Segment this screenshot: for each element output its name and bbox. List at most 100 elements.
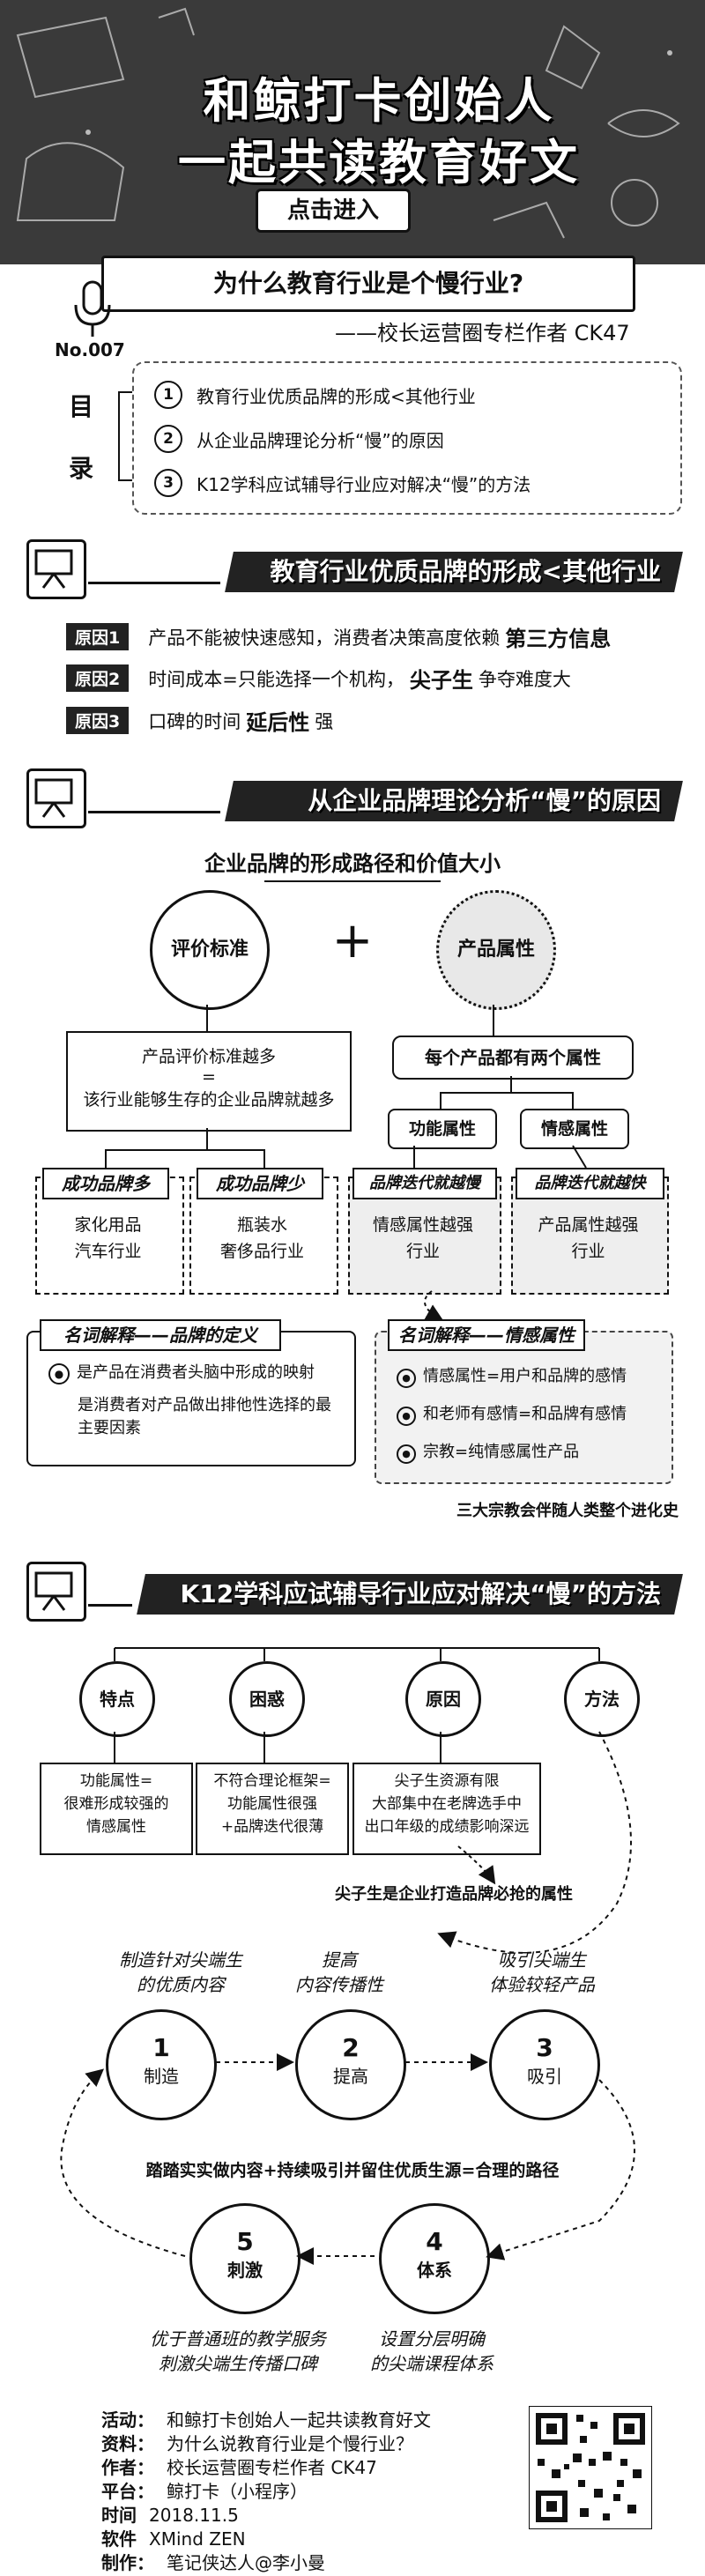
reason-text-end: 强: [315, 710, 334, 732]
node-reason: 原因: [405, 1661, 481, 1737]
cycle-caption-3: 吸引尖端生 体验较轻产品: [445, 1948, 639, 1997]
reason-emphasis: 第三方信息: [505, 627, 612, 651]
bullet-icon: ●: [48, 1363, 70, 1385]
cycle-name: 吸引: [527, 2066, 562, 2087]
section2-title: 从企业品牌理论分析“慢”的原因: [308, 786, 661, 815]
section3-title: K12学科应试辅导行业应对解决“慢”的方法: [180, 1579, 661, 1608]
card-tag: 品牌迭代就越快: [516, 1168, 664, 1199]
bullet-icon: ●: [397, 1407, 416, 1426]
section2-header: 从企业品牌理论分析“慢”的原因: [26, 768, 683, 828]
definition-tag: 名词解释——品牌的定义: [40, 1319, 281, 1351]
feature-box: 功能属性= 很难形成较强的 情感属性: [40, 1763, 193, 1855]
node-evaluation-standard: 评价标准: [150, 890, 270, 1010]
reason-text: 时间成本=只能选择一个机构，: [148, 668, 404, 690]
card-body: 情感属性越强 行业: [348, 1212, 498, 1265]
footer-label: 资料：: [101, 2433, 154, 2454]
card-line: 瓶装水: [236, 1215, 287, 1235]
caption-line: 吸引尖端生: [498, 1949, 586, 1971]
presentation-board-icon: [26, 539, 86, 599]
toc-item-1[interactable]: 1 教育行业优质品牌的形成<其他行业: [154, 381, 476, 409]
footer-label: 时间: [101, 2505, 137, 2526]
footer-material: 资料：为什么说教育行业是个慢行业？: [101, 2430, 413, 2455]
section1-header: 教育行业优质品牌的形成<其他行业: [26, 539, 683, 599]
evaluation-standard-box: 产品评价标准越多 = 该行业能够生存的企业品牌就越多: [66, 1031, 352, 1132]
emotional-attribute: 情感属性: [520, 1109, 629, 1149]
node-confusion: 困惑: [229, 1661, 305, 1737]
footer-activity: 活动：和鲸打卡创始人一起共读教育好文: [101, 2406, 431, 2431]
religion-note: 三大宗教会伴随人类整个进化史: [456, 1502, 679, 1520]
enter-button[interactable]: 点击进入: [256, 189, 411, 233]
caption-line: 设置分层明确: [379, 2328, 485, 2350]
toc-label-top: 目: [69, 392, 94, 421]
toc-item-number: 3: [154, 469, 182, 497]
box-line: 不符合理论框架=: [213, 1772, 331, 1790]
qr-code-icon[interactable]: [529, 2406, 652, 2529]
definition-item: ● 和老师有感情=和品牌有感情: [397, 1401, 627, 1426]
reason-emphasis: 尖子生: [409, 668, 473, 693]
caption-line: 制造针对尖端生: [119, 1949, 242, 1971]
presentation-board-icon: [26, 768, 86, 828]
box-line: 产品评价标准越多: [141, 1047, 276, 1066]
cycle-name: 刺激: [227, 2260, 263, 2281]
toc-item-number: 1: [154, 381, 182, 409]
caption-line: 提高: [322, 1949, 357, 1971]
toc-frame: [132, 361, 682, 515]
footer-label: 制作：: [101, 2552, 154, 2573]
card-body: 产品属性越强 行业: [511, 1212, 665, 1265]
card-line: 行业: [571, 1242, 605, 1261]
card-line: 产品属性越强: [538, 1215, 639, 1235]
card-line: 奢侈品行业: [219, 1242, 304, 1261]
toc-item-3[interactable]: 3 K12学科应试辅导行业应对解决“慢”的方法: [154, 469, 531, 497]
reason-text: 产品不能被快速感知，消费者决策高度依赖: [148, 627, 501, 649]
card-line: 行业: [405, 1242, 440, 1261]
box-line: 出口年级的成绩影响深远: [364, 1818, 530, 1836]
definition-item: 是消费者对产品做出排他性选择的最主要因素: [78, 1396, 331, 1437]
toc-item-text: 教育行业优质品牌的形成<其他行业: [197, 385, 476, 407]
presentation-board-icon: [26, 1562, 86, 1622]
box-line: 很难形成较强的: [63, 1795, 169, 1813]
definition-text: 和老师有感情=和品牌有感情: [423, 1405, 627, 1423]
section1-title: 教育行业优质品牌的形成<其他行业: [270, 557, 661, 586]
box-line: 功能属性很强: [227, 1795, 317, 1813]
box-line: 大部集中在老牌选手中: [372, 1795, 522, 1813]
toc-item-2[interactable]: 2 从企业品牌理论分析“慢”的原因: [154, 425, 444, 453]
question-title: 为什么教育行业是个慢行业?: [101, 256, 635, 312]
reason-emphasis: 延后性: [246, 710, 310, 735]
cycle-number: 1: [152, 2033, 170, 2062]
caption-line: 优于普通班的教学服务: [150, 2328, 326, 2350]
reason-text: 口碑的时间: [148, 710, 241, 732]
top-student-note: 尖子生是企业打造品牌必抢的属性: [335, 1885, 573, 1904]
toc-item-number: 2: [154, 425, 182, 453]
bullet-icon: ●: [397, 1444, 416, 1464]
caption-line: 的优质内容: [137, 1974, 225, 1995]
cycle-node-4: 4 体系: [379, 2203, 490, 2314]
card-tag: 品牌迭代就越慢: [352, 1168, 497, 1199]
cycle-number: 3: [536, 2033, 553, 2062]
definition-item: ●情感属性=用户和品牌的感情: [397, 1363, 627, 1388]
footer-time: 时间 2018.11.5: [101, 2501, 239, 2527]
reason-row-3: 原因3 口碑的时间 延后性 强: [66, 705, 333, 736]
footer-platform: 平台：鲸打卡（小程序）: [101, 2477, 308, 2503]
functional-attribute: 功能属性: [388, 1109, 497, 1149]
footer-value: 2018.11.5: [149, 2505, 239, 2526]
footer-label: 活动：: [101, 2409, 154, 2431]
definition-tag: 名词解释——情感属性: [388, 1319, 585, 1351]
node-method: 方法: [564, 1661, 640, 1737]
footer-label: 作者：: [101, 2457, 154, 2478]
reason-text-end: 争夺难度大: [478, 668, 571, 690]
toc-item-text: 从企业品牌理论分析“慢”的原因: [197, 429, 444, 451]
caption-line: 体验较轻产品: [489, 1974, 595, 1995]
box-line: 情感属性: [86, 1818, 146, 1836]
footer-label: 平台：: [101, 2481, 154, 2502]
microphone-icon: [74, 280, 111, 337]
definition-text: 情感属性=用户和品牌的感情: [423, 1367, 627, 1385]
two-attribute-note: 每个产品都有两个属性: [392, 1036, 634, 1080]
toc-item-text: K12学科应试辅导行业应对解决“慢”的方法: [197, 473, 531, 495]
footer-value: 笔记侠达人@李小曼: [167, 2552, 325, 2573]
definition-item: ●是产品在消费者头脑中形成的映射: [48, 1362, 339, 1385]
banner-title-line2: 一起共读教育好文: [178, 135, 580, 190]
footer-label: 软件: [101, 2528, 137, 2550]
reason-row-1: 原因1 产品不能被快速感知，消费者决策高度依赖 第三方信息: [66, 621, 616, 652]
cycle-number: 2: [342, 2033, 360, 2062]
